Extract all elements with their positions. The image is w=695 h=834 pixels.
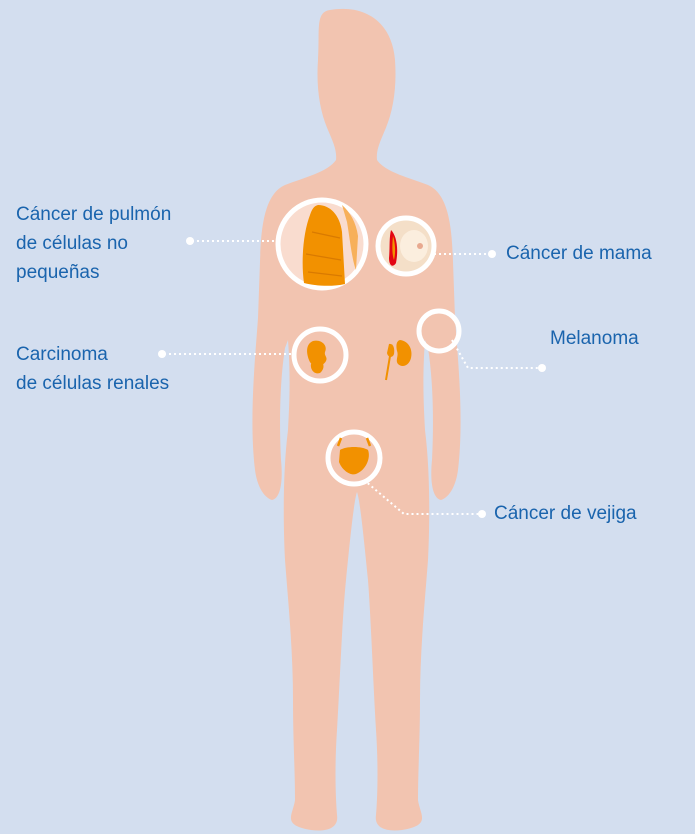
label-bladder-cancer: Cáncer de vejiga (494, 499, 637, 528)
lung-icon (278, 200, 366, 288)
label-renal-line-2: de células renales (16, 369, 169, 398)
label-melanoma: Melanoma (550, 324, 639, 353)
breast-icon (378, 218, 434, 274)
label-renal-cell-carcinoma: Carcinoma de células renales (16, 340, 169, 398)
body-silhouette (252, 9, 460, 831)
label-lung-line-2: de células no (16, 229, 171, 258)
label-renal-line-1: Carcinoma (16, 340, 169, 369)
label-breast-cancer: Cáncer de mama (506, 239, 652, 268)
label-lung-cancer: Cáncer de pulmón de células no pequeñas (16, 200, 171, 287)
label-lung-line-1: Cáncer de pulmón (16, 200, 171, 229)
label-lung-line-3: pequeñas (16, 258, 171, 287)
